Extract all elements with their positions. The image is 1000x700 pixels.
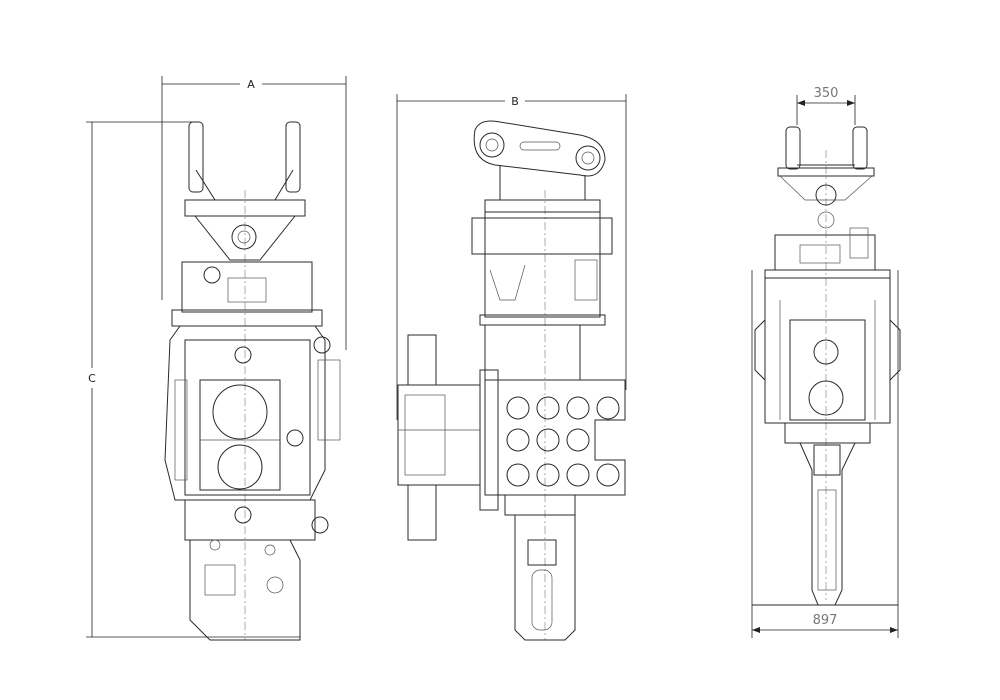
dimension-897-label: 897 <box>813 613 838 628</box>
dimension-a-label: A <box>247 78 255 91</box>
side-view <box>397 120 626 641</box>
dimension-a: A <box>161 76 347 350</box>
dimension-897: 897 <box>751 270 899 638</box>
dimension-350: 350 <box>796 86 856 125</box>
dimension-b: B <box>396 94 627 420</box>
dimension-c: C <box>86 121 300 638</box>
front-view <box>164 121 341 641</box>
dimension-c-label: C <box>88 372 96 385</box>
plate-holes <box>506 396 620 487</box>
rear-view <box>752 126 901 606</box>
dimension-b-label: B <box>511 95 519 108</box>
dimension-350-label: 350 <box>814 86 839 101</box>
